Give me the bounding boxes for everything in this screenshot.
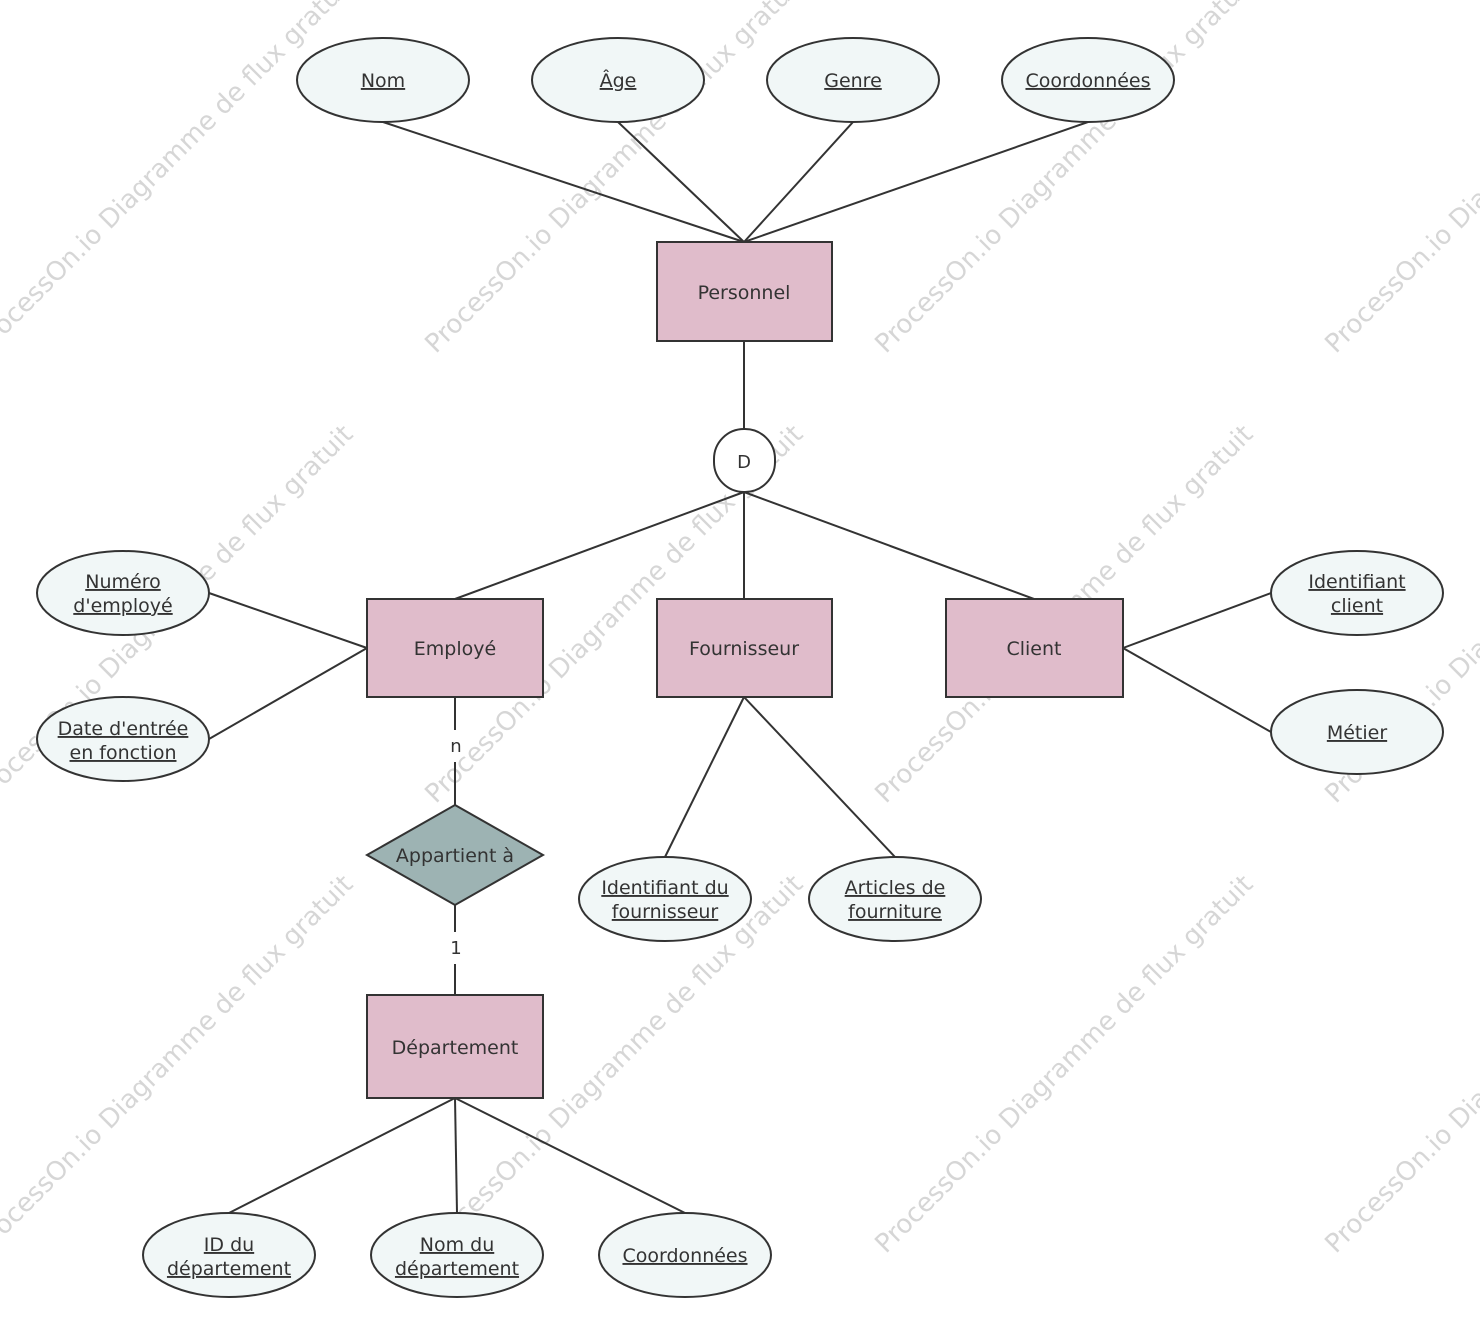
attribute-id-departement-line1: ID du — [204, 1234, 254, 1256]
entity-client-label: Client — [1006, 638, 1061, 660]
line-client-identifiant — [1122, 592, 1272, 649]
attribute-numero-employe-line1: Numéro — [85, 571, 160, 593]
attribute-identifiant-client-line2: client — [1331, 595, 1383, 617]
attribute-numero-employe[interactable]: Numéro d'employé — [36, 550, 210, 636]
line-date-employe — [208, 647, 368, 740]
line-genre-personnel — [743, 121, 854, 243]
line-departement-coordonnees — [454, 1097, 686, 1214]
attribute-genre[interactable]: Genre — [766, 37, 940, 123]
attribute-date-entree[interactable]: Date d'entrée en fonction — [36, 696, 210, 782]
entity-departement-label: Département — [392, 1037, 519, 1059]
entity-fournisseur-label: Fournisseur — [689, 638, 799, 660]
attribute-age-label: Âge — [600, 69, 637, 92]
attribute-coordonnees-personnel-label: Coordonnées — [1025, 70, 1150, 92]
attribute-metier[interactable]: Métier — [1270, 689, 1444, 775]
line-departement-nom — [454, 1097, 458, 1214]
line-disjoint-client — [743, 491, 1035, 600]
attribute-identifiant-client[interactable]: Identifiant client — [1270, 550, 1444, 636]
attribute-age[interactable]: Âge — [531, 37, 705, 123]
attribute-identifiant-fournisseur-line2: fournisseur — [612, 901, 719, 923]
attribute-articles-fourniture-line1: Articles de — [845, 877, 946, 899]
line-client-metier — [1122, 647, 1272, 733]
attribute-nom-label: Nom — [361, 70, 405, 92]
line-nom-personnel — [382, 121, 745, 243]
entity-personnel[interactable]: Personnel — [656, 241, 833, 342]
attribute-id-departement[interactable]: ID du département — [142, 1212, 316, 1298]
watermark-text: ProcessOn.io Diagramme de flux gratuit — [0, 0, 359, 359]
entity-fournisseur[interactable]: Fournisseur — [656, 598, 833, 698]
attribute-numero-employe-line2: d'employé — [73, 595, 172, 617]
attribute-articles-fourniture-line2: fourniture — [848, 901, 942, 923]
cardinality-1: 1 — [450, 938, 461, 959]
attribute-date-entree-line2: en fonction — [70, 742, 177, 764]
attribute-nom-departement-line2: département — [395, 1258, 519, 1280]
relationship-appartient-label: Appartient à — [396, 845, 514, 867]
disjoint-specialization[interactable]: D — [713, 428, 776, 493]
attribute-coordonnees-departement-label: Coordonnées — [622, 1245, 747, 1267]
disjoint-label: D — [737, 452, 751, 473]
attribute-nom[interactable]: Nom — [296, 37, 470, 123]
attribute-articles-fourniture[interactable]: Articles de fourniture — [808, 856, 982, 942]
watermark-text: ProcessOn.io Diagramme de flux gratuit — [1320, 870, 1480, 1260]
attribute-nom-departement[interactable]: Nom du département — [370, 1212, 544, 1298]
line-fournisseur-articles — [743, 696, 896, 858]
attribute-id-departement-line2: département — [167, 1258, 291, 1280]
line-fournisseur-identifiant — [664, 696, 745, 858]
attribute-date-entree-line1: Date d'entrée — [58, 718, 189, 740]
attribute-coordonnees-departement[interactable]: Coordonnées — [598, 1212, 772, 1298]
attribute-identifiant-client-line1: Identifiant — [1308, 571, 1405, 593]
attribute-coordonnees-personnel[interactable]: Coordonnées — [1001, 37, 1175, 123]
line-disjoint-employe — [454, 491, 745, 600]
attribute-identifiant-fournisseur-line1: Identifiant du — [601, 877, 728, 899]
entity-departement[interactable]: Département — [366, 994, 544, 1099]
entity-employe-label: Employé — [414, 638, 496, 660]
attribute-identifiant-fournisseur[interactable]: Identifiant du fournisseur — [578, 856, 752, 942]
line-numero-employe — [208, 592, 368, 649]
attribute-metier-label: Métier — [1327, 722, 1388, 744]
watermark-text: ProcessOn.io Diagramme de flux gratuit — [1320, 0, 1480, 359]
attribute-genre-label: Genre — [824, 70, 882, 92]
attribute-nom-departement-line1: Nom du — [420, 1234, 495, 1256]
relationship-appartient[interactable]: Appartient à — [364, 803, 546, 907]
entity-employe[interactable]: Employé — [366, 598, 544, 698]
cardinality-n: n — [450, 736, 461, 757]
connector-lines — [208, 121, 1272, 1214]
entity-personnel-label: Personnel — [698, 282, 791, 304]
line-departement-id — [228, 1097, 456, 1214]
line-coordonnees-personnel — [743, 121, 1089, 243]
entity-client[interactable]: Client — [945, 598, 1124, 698]
line-age-personnel — [617, 121, 745, 243]
watermark-text: ProcessOn.io Diagramme de flux gratuit — [0, 870, 359, 1260]
